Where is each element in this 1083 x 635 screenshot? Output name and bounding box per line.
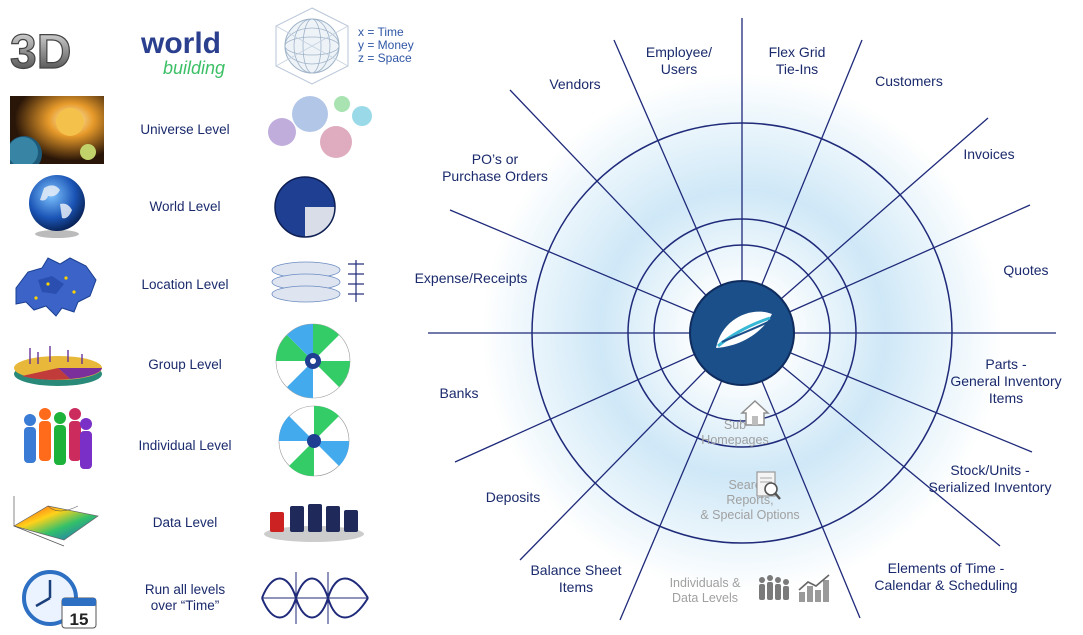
legend-z: z = Space	[358, 51, 412, 65]
label-balance-sheet[interactable]: Balance Sheet Items	[530, 562, 622, 595]
label-sub-homepages[interactable]: Sub Homepages	[701, 418, 769, 447]
globe-icon	[26, 174, 88, 240]
label-deposits[interactable]: Deposits	[485, 489, 541, 505]
pie-chart-3d-icon	[10, 340, 106, 390]
cups-icon	[262, 498, 366, 544]
galaxy-icon	[6, 96, 104, 172]
time-level-label: Run all levels over “Time”	[144, 582, 226, 613]
label-quotes[interactable]: Quotes	[1003, 262, 1049, 278]
logo-building: building	[163, 58, 225, 78]
world-level-label: World Level	[149, 199, 221, 214]
label-customers[interactable]: Customers	[875, 73, 943, 89]
individual-level-label: Individual Level	[138, 438, 232, 453]
logo-art: 3D world building	[9, 25, 225, 79]
report-search-icon	[754, 470, 782, 502]
logo-3d: 3D	[10, 26, 71, 79]
group-level-label: Group Level	[148, 357, 222, 372]
spheres-icon	[262, 94, 374, 162]
grid-layers-icon	[268, 256, 372, 306]
waveform-icon	[258, 568, 372, 628]
location-level-label: Location Level	[141, 277, 229, 292]
label-individuals-data[interactable]: Individuals & Data Levels	[669, 576, 741, 605]
label-purchase-orders[interactable]: PO’s or Purchase Orders	[442, 151, 548, 184]
label-vendors[interactable]: Vendors	[549, 76, 601, 92]
label-flex-grid[interactable]: Flex Grid Tie-Ins	[768, 44, 826, 77]
radial-green-small-icon	[276, 404, 352, 478]
label-banks[interactable]: Banks	[439, 385, 479, 401]
logo-world: world	[140, 27, 221, 60]
sphere-cutaway-icon	[272, 174, 338, 240]
inner-ring	[653, 244, 831, 422]
axes-globe-icon	[272, 6, 352, 86]
radial-green-icon	[274, 322, 352, 400]
calendar-day: 15	[70, 610, 89, 629]
bar-chart-icon	[796, 572, 832, 604]
leaf-logo-icon	[716, 311, 772, 348]
label-employee-users[interactable]: Employee/ Users	[645, 44, 713, 77]
middle-ring	[627, 218, 857, 448]
europe-map-icon	[8, 250, 104, 320]
label-expense-receipts[interactable]: Expense/Receipts	[414, 270, 528, 286]
label-stock-units[interactable]: Stock/Units - Serialized Inventory	[928, 462, 1052, 495]
data-level-label: Data Level	[152, 515, 218, 530]
universe-level-label: Universe Level	[140, 122, 230, 137]
label-invoices[interactable]: Invoices	[963, 146, 1015, 162]
label-parts[interactable]: Parts - General Inventory Items	[950, 356, 1062, 406]
people-icon	[20, 404, 96, 476]
label-elements-of-time[interactable]: Elements of Time - Calendar & Scheduling	[874, 560, 1018, 593]
legend-y: y = Money	[358, 38, 414, 52]
outer-ring	[531, 122, 953, 544]
surface-plot-icon	[8, 486, 104, 552]
clock-calendar-icon: 15	[20, 568, 100, 630]
house-icon	[740, 398, 770, 428]
people-group-icon	[756, 572, 792, 604]
label-search-reports[interactable]: Search, Reports, & Special Options	[700, 478, 800, 522]
logo: 3D world building	[8, 22, 258, 82]
axes-legend: x = Time y = Money z = Space	[358, 26, 414, 65]
legend-x: x = Time	[358, 25, 404, 39]
